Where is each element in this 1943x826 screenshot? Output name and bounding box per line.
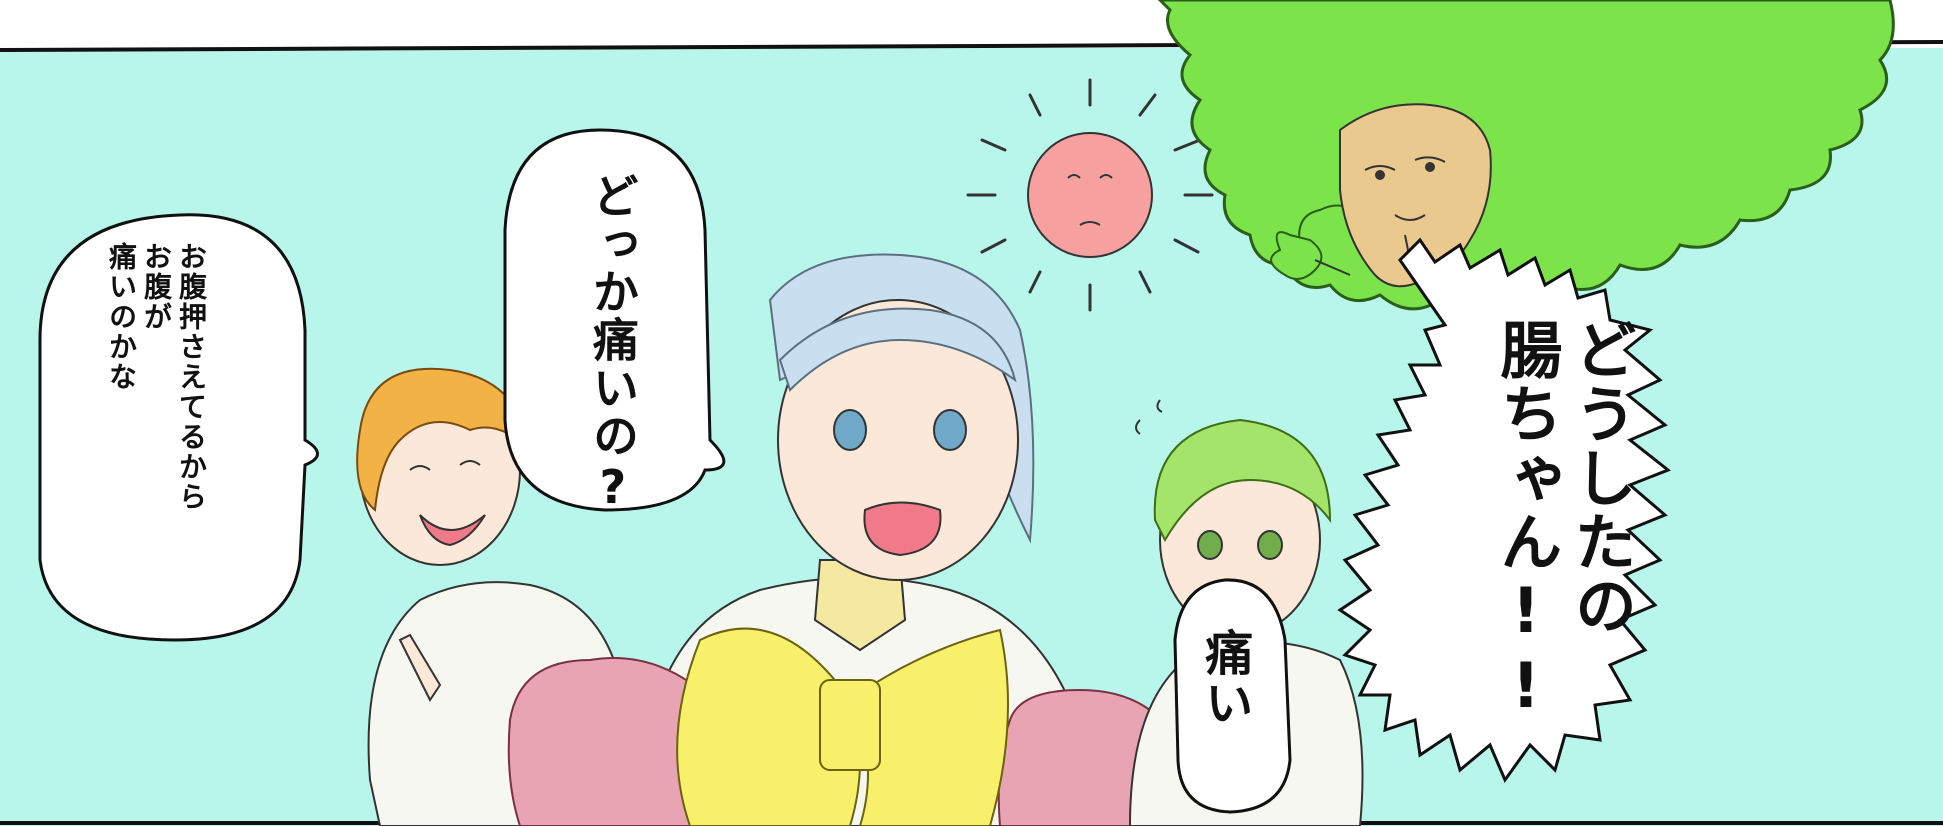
speech-bubble-small [1173,578,1292,814]
speech-text-middle: どっか痛いの? [585,172,640,516]
speech-text-big: どうしたの 腸ちゃん!! [1489,318,1637,724]
speech-bubble-middle [503,128,726,512]
tree-character [1157,0,1895,314]
speech-bubble-left [38,213,319,642]
speech-text-small: 痛い [1196,628,1253,728]
sun [966,78,1214,312]
speech-text-left: お腹押さえてるから お腹が 痛いのかな [105,242,208,512]
speech-bubble-big [1337,237,1671,784]
